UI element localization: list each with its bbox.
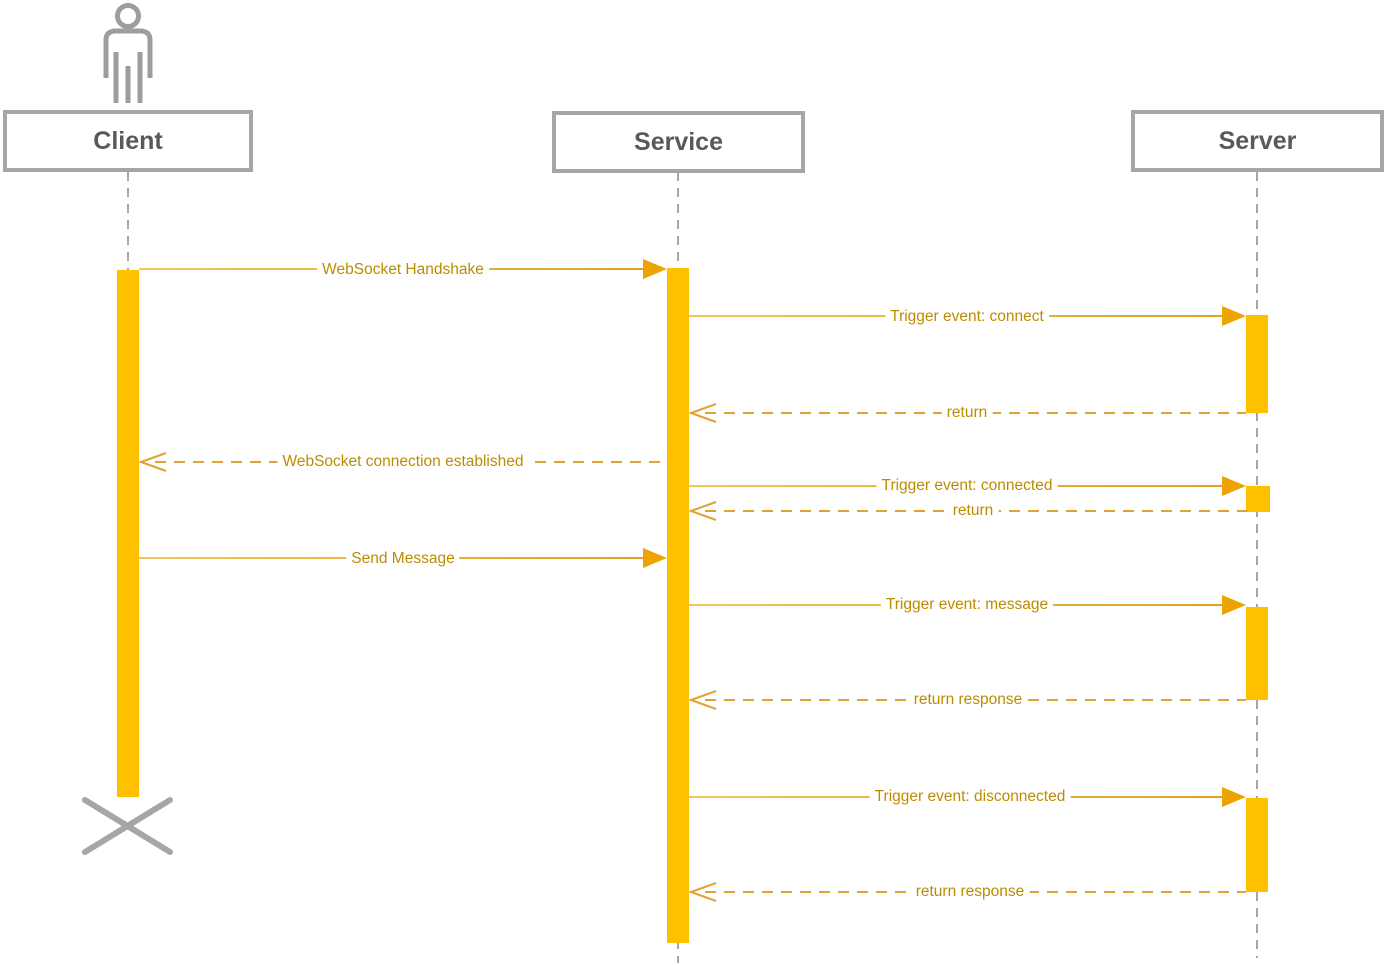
- arrowhead-icon: [1222, 595, 1246, 615]
- participant-service-label: Service: [634, 127, 723, 156]
- arrowhead-icon: [1222, 787, 1246, 807]
- activation-service: [667, 268, 689, 943]
- message-label: Send Message: [346, 549, 460, 569]
- message-label: return response: [910, 882, 1030, 902]
- actor-icon: [103, 3, 153, 103]
- participant-client: Client: [3, 110, 253, 172]
- message-label: Trigger event: disconnected: [869, 787, 1071, 807]
- message-label: Trigger event: connect: [885, 307, 1049, 327]
- arrowhead-icon: [643, 259, 667, 279]
- arrowhead-icon: [643, 548, 667, 568]
- destruction-x-icon: [82, 797, 173, 855]
- message-label: Trigger event: message: [880, 595, 1054, 615]
- activation-client: [117, 270, 139, 797]
- open-arrowhead-icon: [689, 882, 717, 902]
- open-arrowhead-icon: [689, 501, 717, 521]
- activation-server-3: [1246, 607, 1268, 700]
- participant-service: Service: [552, 111, 805, 173]
- open-arrowhead-icon: [689, 690, 717, 710]
- message-label: WebSocket connection established: [277, 452, 529, 472]
- lifeline-server: [1256, 172, 1258, 958]
- arrowhead-icon: [1222, 476, 1246, 496]
- participant-server-label: Server: [1218, 126, 1297, 155]
- message-label: WebSocket Handshake: [317, 260, 489, 280]
- open-arrowhead-icon: [689, 403, 717, 423]
- activation-server-1: [1246, 315, 1268, 413]
- activation-server-4: [1246, 798, 1268, 892]
- message-label: return response: [908, 690, 1028, 710]
- message-label: return: [947, 501, 999, 521]
- message-label: return: [941, 403, 993, 423]
- participant-server: Server: [1131, 110, 1384, 172]
- activation-server-2: [1246, 486, 1270, 512]
- arrowhead-icon: [1222, 306, 1246, 326]
- participant-client-label: Client: [93, 126, 163, 155]
- open-arrowhead-icon: [139, 452, 167, 472]
- message-label: Trigger event: connected: [876, 476, 1058, 496]
